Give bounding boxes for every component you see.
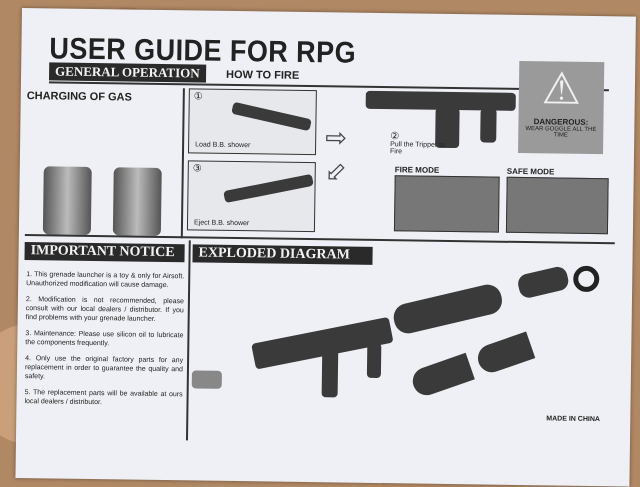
step-3-label: Eject B.B. shower xyxy=(193,219,250,228)
step-3-panel: ③ Eject B.B. shower xyxy=(186,160,316,233)
notice-list: 1. This grenade launcher is a toy & only… xyxy=(24,270,184,415)
general-operation-heading: GENERAL OPERATION xyxy=(48,62,206,83)
warning-triangle-icon: ⚠ xyxy=(541,64,582,114)
charging-of-gas-label: CHARGING OF GAS xyxy=(26,90,132,104)
gas-canister-illustration xyxy=(21,104,183,236)
made-in-china-label: MADE IN CHINA xyxy=(546,415,601,424)
important-notice-heading: IMPORTANT NOTICE xyxy=(24,242,185,263)
step-1-label: Load B.B. shower xyxy=(195,141,251,150)
notice-item: 2. Modification is not recommended, plea… xyxy=(25,296,184,323)
notice-item: 3. Maintenance: Please use silicon oil t… xyxy=(25,330,184,348)
warning-box: ⚠ DANGEROUS: WEAR GOGGLE ALL THE TIME xyxy=(518,60,605,155)
safe-mode-label: SAFE MODE xyxy=(506,166,555,177)
arrow-right-icon: ⇨ xyxy=(325,122,348,153)
arrow-down-left-icon: ⇨ xyxy=(317,154,355,192)
notice-item: 4. Only use the original factory parts f… xyxy=(24,355,184,381)
step-1-panel: ① Load B.B. shower xyxy=(187,88,317,156)
notice-item: 5. The replacement parts will be availab… xyxy=(24,389,183,407)
user-guide-sheet: USER GUIDE FOR RPG GENERAL OPERATION HOW… xyxy=(15,8,636,487)
notice-item: 1. This grenade launcher is a toy & only… xyxy=(26,271,185,290)
exploded-diagram xyxy=(22,8,636,399)
safe-mode-image xyxy=(505,176,609,235)
fire-mode-image xyxy=(393,175,500,233)
exploded-diagram-heading: EXPLODED DIAGRAM xyxy=(192,244,373,265)
fire-mode-label: FIRE MODE xyxy=(394,165,440,175)
how-to-fire-label: HOW TO FIRE xyxy=(226,68,300,82)
step-2-label: Pull the Tripper to Fire xyxy=(389,141,446,156)
